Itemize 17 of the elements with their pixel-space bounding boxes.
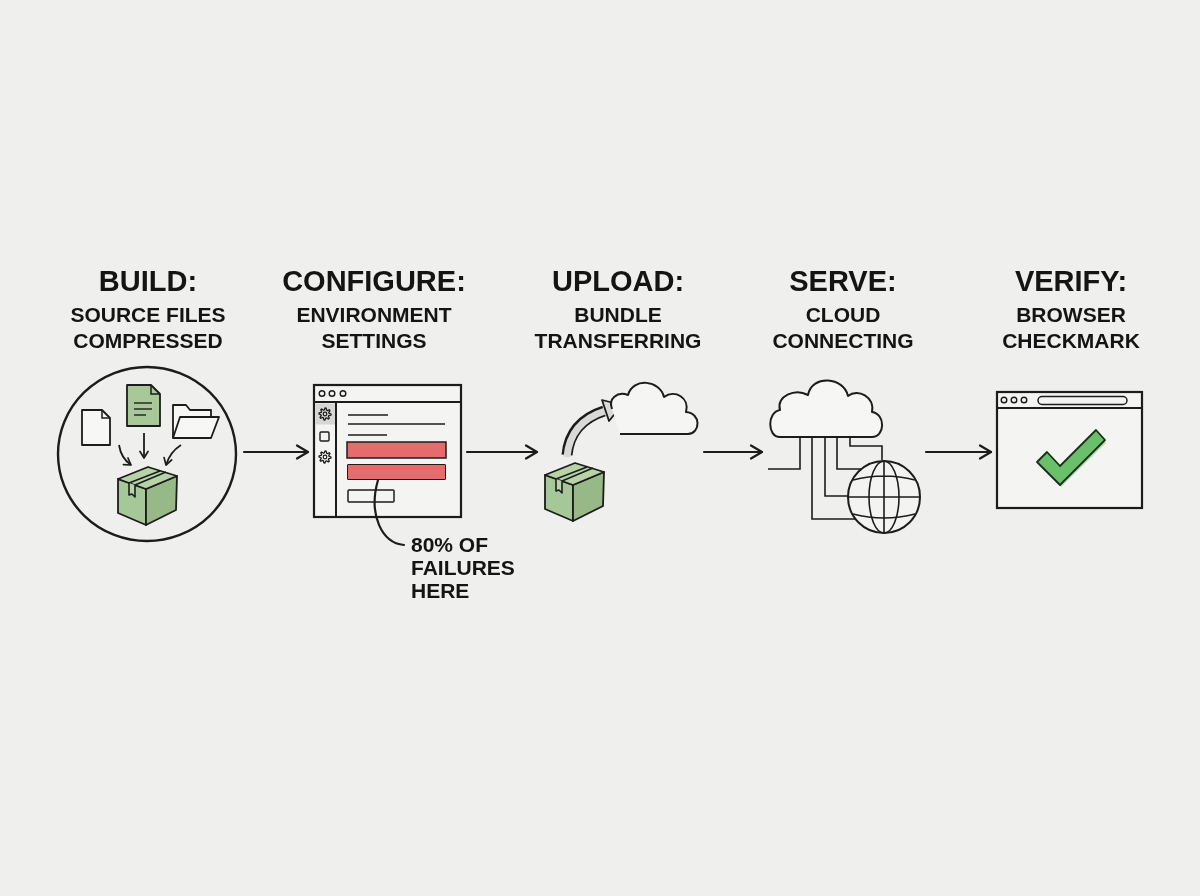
step-heading: SERVE: (789, 265, 897, 297)
highlighted-form-field (347, 464, 446, 480)
arrow (465, 444, 539, 460)
arrow (924, 444, 993, 460)
callout-text: 80% OF FAILURES HERE (404, 533, 530, 602)
step-subtitle: ENVIRONMENT SETTINGS (295, 302, 453, 354)
step-subtitle: CLOUD CONNECTING (771, 302, 915, 354)
leader-line (373, 478, 406, 547)
step-heading: VERIFY: (1014, 265, 1128, 297)
step-heading: BUILD: (98, 265, 198, 297)
arrow (702, 444, 764, 460)
arrow (242, 444, 310, 460)
step-subtitle: BUNDLE TRANSFERRING (533, 302, 703, 354)
step-heading: UPLOAD: (551, 265, 685, 297)
step-heading: CONFIGURE: (282, 265, 466, 297)
step-subtitle: BROWSER CHECKMARK (1001, 302, 1141, 354)
step-subtitle: SOURCE FILES COMPRESSED (69, 302, 227, 354)
